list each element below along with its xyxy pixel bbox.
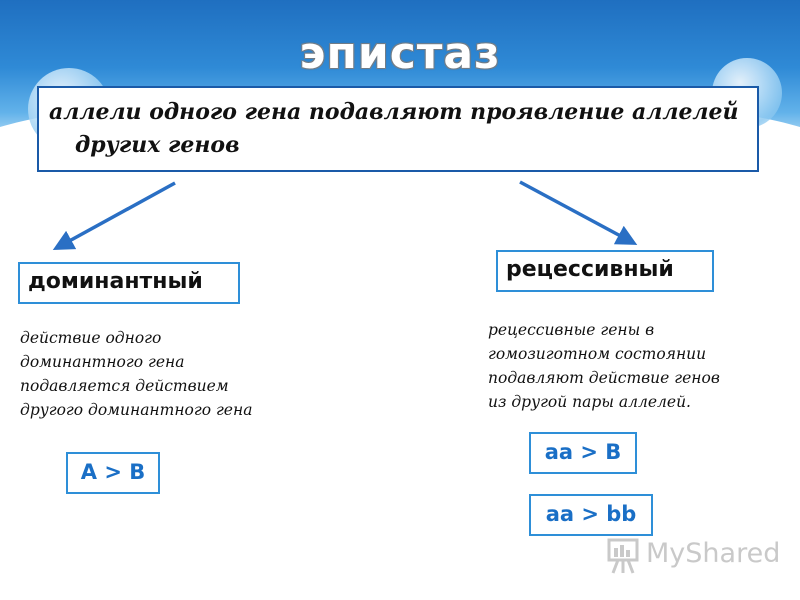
recessive-description-line: гомозиготном состоянии <box>488 345 707 363</box>
definition-box: аллели одного гена подавляют проявление … <box>37 86 759 172</box>
dominant-description-line: другого доминантного гена <box>20 401 253 419</box>
dominant-formula: A > B <box>66 452 160 494</box>
dominant-type-box: доминантный <box>18 262 240 304</box>
dominant-type-label: доминантный <box>28 269 203 294</box>
dominant-description-line: доминантного гена <box>20 353 185 371</box>
dominant-description-line: подавляется действием <box>20 377 229 395</box>
definition-line-2: других генов <box>75 132 240 158</box>
presentation-board-icon <box>607 538 639 574</box>
recessive-description-line: из другой пары аллелей. <box>488 393 691 411</box>
slide-title: эпистаз <box>299 28 501 79</box>
recessive-description-line: рецессивные гены в <box>488 321 655 339</box>
watermark-text: MyShared <box>646 538 781 569</box>
definition-line-1: аллели одного гена подавляют проявление … <box>49 99 739 125</box>
recessive-formula-1: aa > B <box>529 432 637 474</box>
dominant-description: действие одного доминантного гена подавл… <box>20 326 310 422</box>
recessive-type-box: рецессивный <box>496 250 714 292</box>
watermark: MyShared <box>606 536 780 576</box>
recessive-type-label: рецессивный <box>506 257 674 282</box>
definition-text: аллели одного гена подавляют проявление … <box>49 96 749 162</box>
recessive-description: рецессивные гены в гомозиготном состояни… <box>488 318 788 414</box>
arrow-to-dominant <box>52 181 176 251</box>
arrow-to-recessive <box>519 180 638 245</box>
recessive-formula-2: aa > bb <box>529 494 653 536</box>
dominant-description-line: действие одного <box>20 329 162 347</box>
recessive-description-line: подавляют действие генов <box>488 369 720 387</box>
